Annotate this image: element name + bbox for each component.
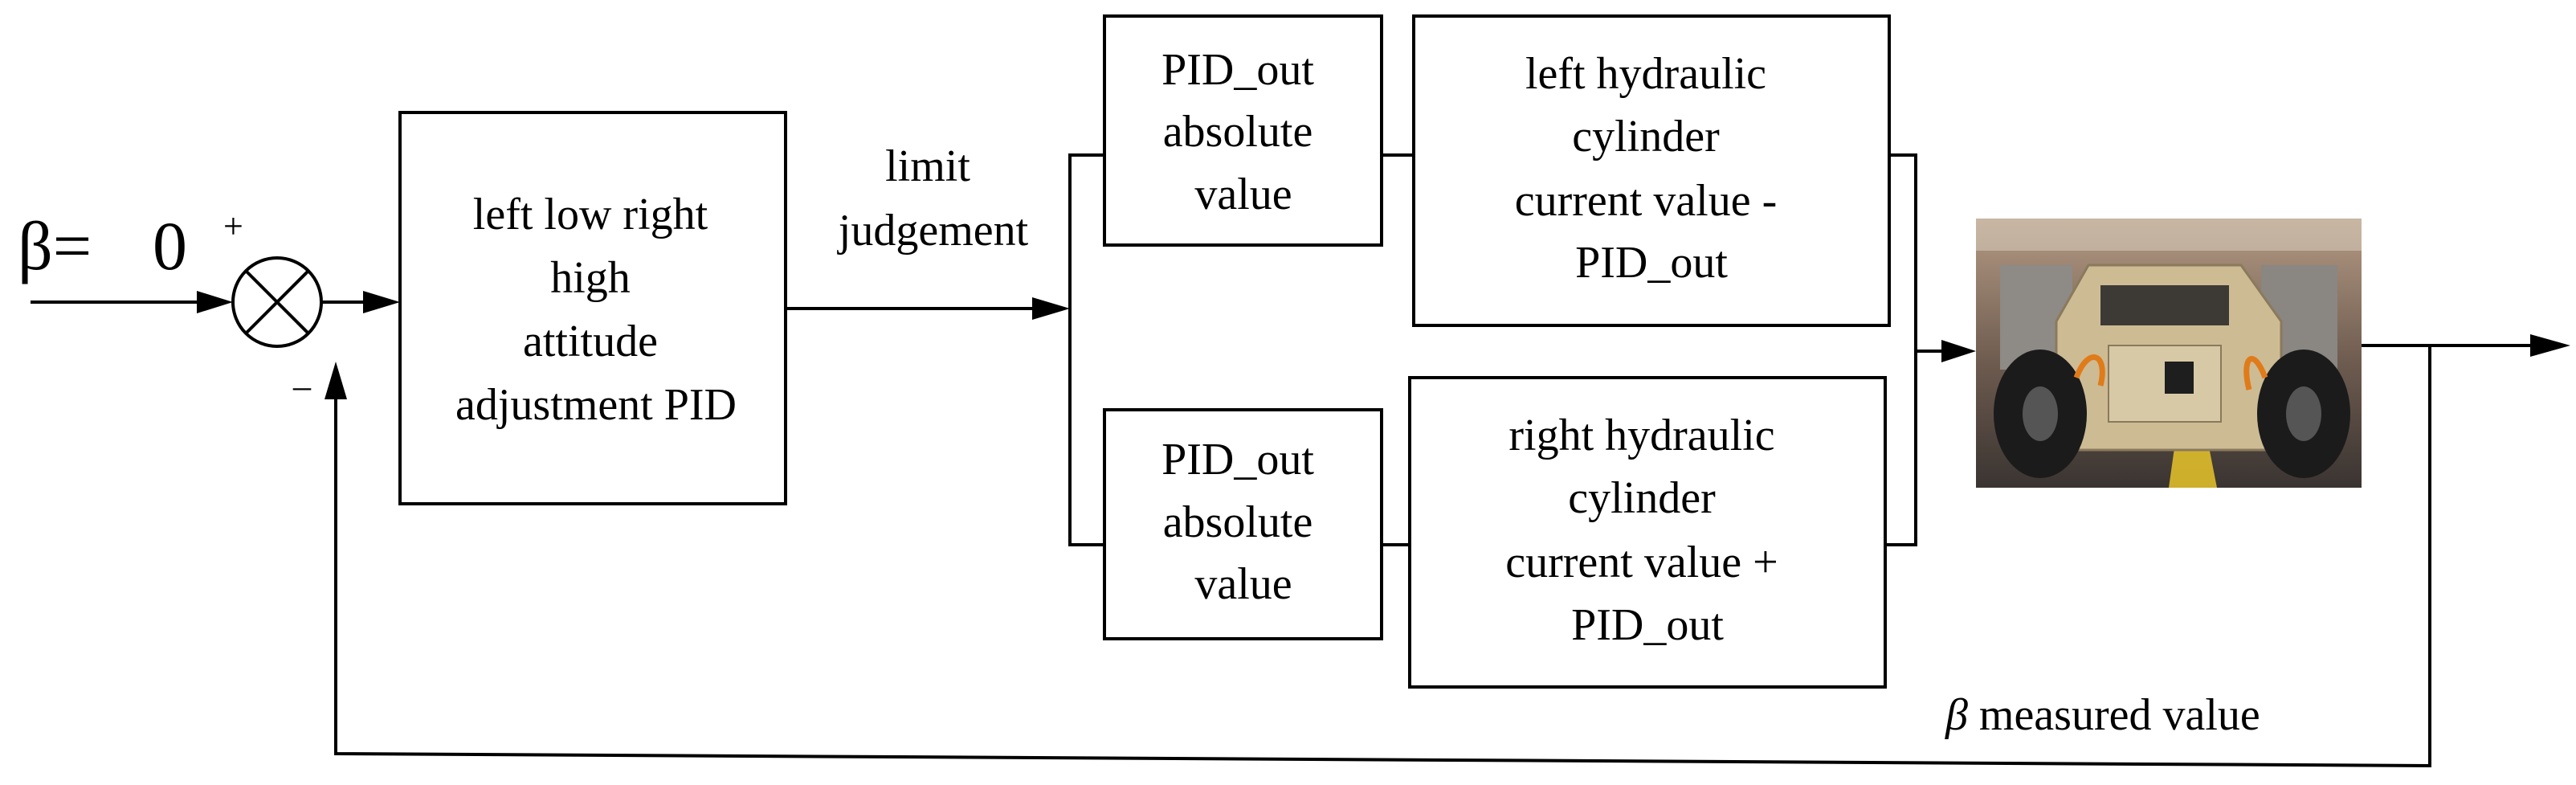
left-wheel-hub (2023, 386, 2058, 441)
output-arrowhead (2530, 334, 2570, 357)
controller-output-arrowhead (1032, 297, 1070, 320)
right-cylinder-block-label: right hydraulic cylinder current value +… (1505, 411, 1789, 650)
abs-block-bottom-label: PID_out absolute value (1161, 435, 1325, 609)
limit-judgement-label: limit judgement (837, 141, 1029, 256)
controller-block-label: left low right high attitude adjustment … (455, 190, 737, 430)
abs-block-top (1103, 14, 1383, 247)
abs-block-top-label: PID_out absolute value (1161, 45, 1325, 219)
feedback-label: β measured value (1945, 690, 2260, 740)
input-beta-label: β= (18, 207, 92, 284)
right-orange-cable (2243, 356, 2268, 390)
feedback-path (334, 345, 2431, 768)
merge-to-plant-arrowhead (1941, 340, 1976, 362)
feedback-arrowhead (325, 362, 347, 399)
controller-block (398, 111, 787, 505)
input-setpoint-value: 0 (153, 207, 187, 284)
right-cylinder-block (1408, 376, 1887, 689)
left-cylinder-block-label: left hydraulic cylinder current value - … (1515, 49, 1788, 288)
summing-junction (231, 256, 323, 348)
abs-block-bottom (1103, 408, 1383, 640)
input-arrowhead (197, 291, 233, 313)
left-orange-cable (2073, 354, 2105, 386)
left-cylinder-block (1412, 14, 1891, 327)
split-bracket (1068, 153, 1104, 546)
right-wheel-hub (2286, 386, 2321, 441)
plus-sign: + (223, 206, 243, 246)
minus-sign: – (292, 366, 312, 406)
vehicle-photo (1976, 219, 2362, 488)
vehicle-camera (2165, 362, 2194, 394)
summing-cross-b (244, 269, 310, 335)
junction-to-controller-arrowhead (363, 291, 400, 313)
vehicle-frame-opening (2100, 285, 2229, 325)
photo-ceiling-light (1976, 219, 2362, 251)
